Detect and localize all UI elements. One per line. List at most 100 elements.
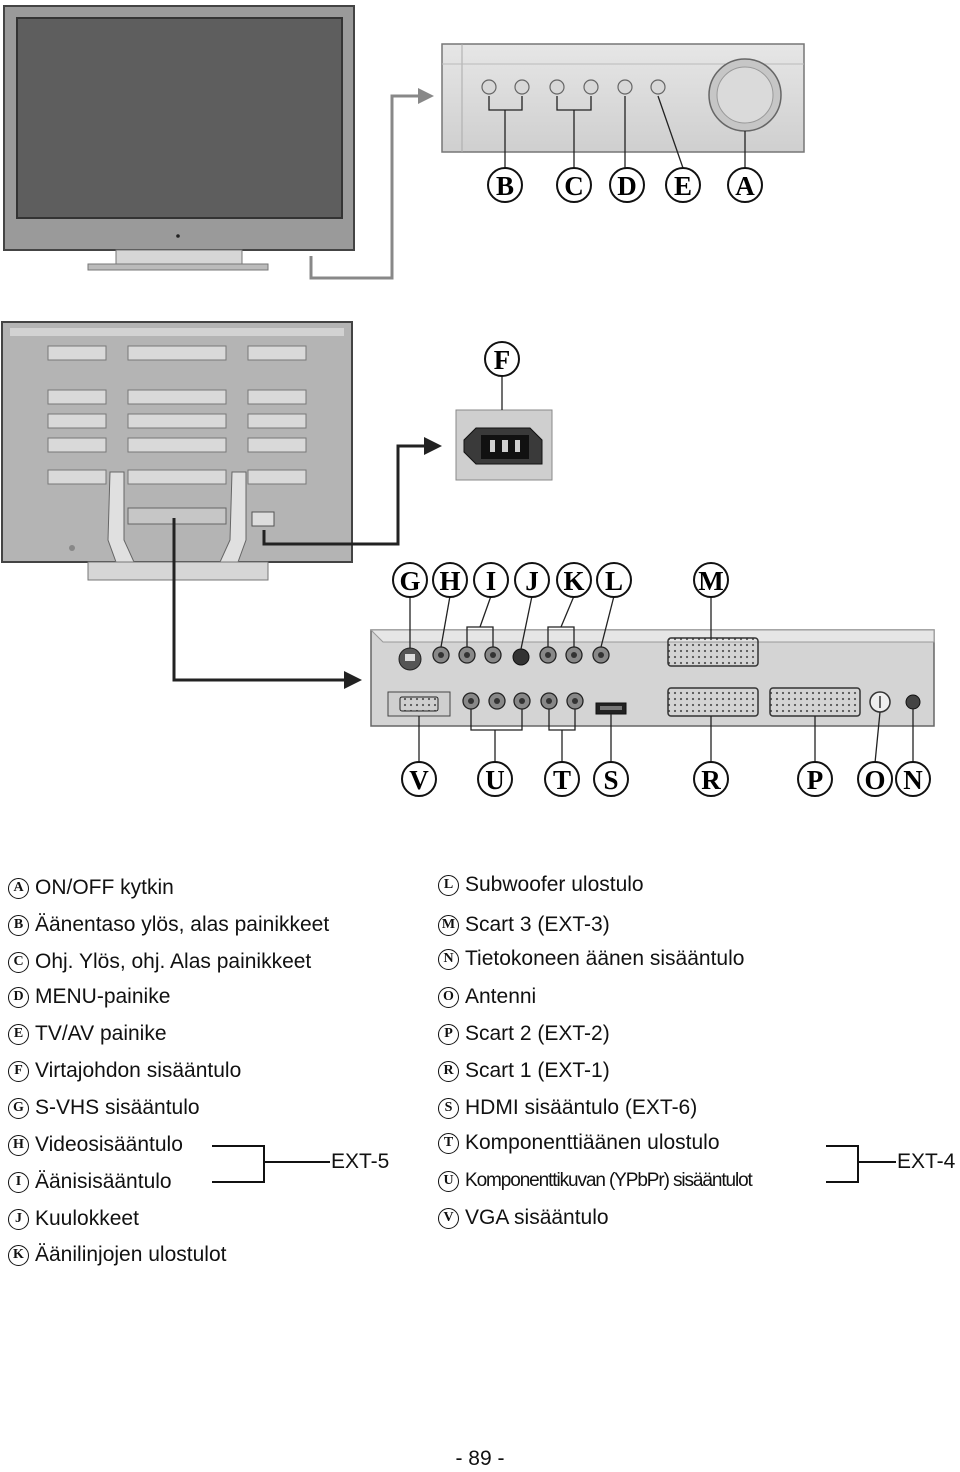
callout-g-label: G (399, 566, 420, 596)
callout-p: P (797, 761, 833, 797)
group-label-ext5: EXT-5 (331, 1150, 390, 1173)
legend-badge: J (8, 1208, 29, 1230)
legend-item-n: N Tietokoneen äänen sisääntulo (438, 944, 744, 974)
callout-t: T (544, 761, 580, 797)
callout-o-label: O (864, 765, 885, 795)
callout-b: B (487, 167, 523, 203)
legend-text: Ohj. Ylös, ohj. Alas painikkeet (35, 950, 312, 973)
callout-k: K (556, 562, 592, 598)
callout-h-label: H (439, 566, 460, 596)
legend-item-d: D MENU-painike (8, 982, 170, 1012)
callout-v-label: V (409, 765, 429, 795)
legend-badge: S (438, 1097, 459, 1119)
legend-item-k: K Äänilinjojen ulostulot (8, 1240, 226, 1270)
legend-badge: N (438, 948, 459, 970)
legend-badge: E (8, 1023, 29, 1045)
legend-badge: C (8, 951, 29, 973)
callout-s: S (593, 761, 629, 797)
legend-item-l: L Subwoofer ulostulo (438, 870, 644, 900)
legend-text: Scart 2 (EXT-2) (465, 1022, 610, 1045)
callout-c-label: C (564, 171, 584, 201)
legend-text: Scart 1 (EXT-1) (465, 1059, 610, 1082)
callout-n-label: N (903, 765, 923, 795)
legend-badge: P (438, 1023, 459, 1045)
legend-badge: R (438, 1060, 459, 1082)
callout-n: N (895, 761, 931, 797)
callout-k-label: K (563, 566, 584, 596)
legend-badge: U (438, 1170, 459, 1192)
legend-text: MENU-painike (35, 985, 171, 1008)
legend-item-p: P Scart 2 (EXT-2) (438, 1019, 610, 1049)
tv-connection-diagram: B C D E A F G H I J K L M V U T (1, 5, 935, 797)
legend-item-i: I Äänisisääntulo (8, 1167, 172, 1197)
legend-text: Antenni (465, 985, 537, 1008)
connector-panel (369, 595, 935, 764)
group-brackets (212, 1145, 896, 1183)
callout-b-label: B (496, 171, 514, 201)
callout-u-label: U (485, 765, 505, 795)
callout-i: I (473, 562, 509, 598)
legend-badge: T (438, 1132, 459, 1154)
legend-text: Äänentaso ylös, alas painikkeet (35, 913, 330, 936)
callout-m-label: M (698, 566, 723, 596)
legend-text: VGA sisääntulo (465, 1206, 609, 1229)
legend-text: ON/OFF kytkin (35, 876, 174, 899)
side-control-panel (441, 43, 805, 169)
legend-badge: M (438, 914, 459, 936)
legend-item-r: R Scart 1 (EXT-1) (438, 1056, 610, 1086)
callout-e: E (665, 167, 701, 203)
callout-u: U (477, 761, 513, 797)
legend-item-b: B Äänentaso ylös, alas painikkeet (8, 910, 329, 940)
callout-r-label: R (701, 765, 721, 795)
legend-item-u: U Komponenttikuvan (YPbPr) sisääntulot (438, 1166, 753, 1196)
arrow-back-to-power (262, 437, 442, 546)
tv-back-view (1, 321, 353, 581)
callout-f: F (484, 341, 520, 377)
callout-d-label: D (617, 171, 637, 201)
legend-text: HDMI sisääntulo (EXT-6) (465, 1096, 698, 1119)
legend-badge: V (438, 1207, 459, 1229)
legend-item-m: M Scart 3 (EXT-3) (438, 910, 610, 940)
legend-badge: D (8, 986, 29, 1008)
callout-j: J (514, 562, 550, 598)
callout-a: A (727, 167, 763, 203)
callout-f-label: F (494, 345, 511, 375)
callout-v: V (401, 761, 437, 797)
legend-text: Komponenttikuvan (YPbPr) sisääntulot (465, 1170, 753, 1191)
legend-item-g: G S-VHS sisääntulo (8, 1093, 200, 1123)
legend-text: Scart 3 (EXT-3) (465, 913, 610, 936)
callout-h: H (432, 562, 468, 598)
legend-text: Äänilinjojen ulostulot (35, 1243, 227, 1266)
callout-e-label: E (674, 171, 692, 201)
group-label-ext4: EXT-4 (897, 1150, 956, 1173)
legend-item-v: V VGA sisääntulo (438, 1203, 609, 1233)
legend-text: Videosisääntulo (35, 1133, 183, 1156)
callout-r: R (693, 761, 729, 797)
legend-badge: O (438, 986, 459, 1008)
callout-j-label: J (525, 566, 539, 596)
legend-text: Komponenttiäänen ulostulo (465, 1131, 720, 1154)
callout-a-label: A (735, 171, 755, 201)
legend-badge: G (8, 1097, 29, 1119)
callout-o: O (857, 761, 893, 797)
legend-item-c: C Ohj. Ylös, ohj. Alas painikkeet (8, 947, 311, 977)
callout-i-label: I (486, 566, 497, 596)
callout-d: D (609, 167, 645, 203)
arrow-back-to-connectors (172, 518, 362, 689)
legend-item-s: S HDMI sisääntulo (EXT-6) (438, 1093, 697, 1123)
arrow-front-to-panel (309, 88, 434, 280)
legend-badge: F (8, 1060, 29, 1082)
legend-item-o: O Antenni (438, 982, 536, 1012)
tv-front-view (3, 5, 355, 271)
legend-text: Kuulokkeet (35, 1207, 139, 1230)
callout-c: C (556, 167, 592, 203)
legend-badge: B (8, 914, 29, 936)
legend-text: TV/AV painike (35, 1022, 167, 1045)
callout-g: G (392, 562, 428, 598)
legend-badge: H (8, 1134, 29, 1156)
callout-t-label: T (553, 765, 571, 795)
legend-text: Tietokoneen äänen sisääntulo (465, 947, 745, 970)
legend-badge: I (8, 1171, 29, 1193)
legend-item-h: H Videosisääntulo (8, 1130, 183, 1160)
callout-l: L (596, 562, 632, 598)
